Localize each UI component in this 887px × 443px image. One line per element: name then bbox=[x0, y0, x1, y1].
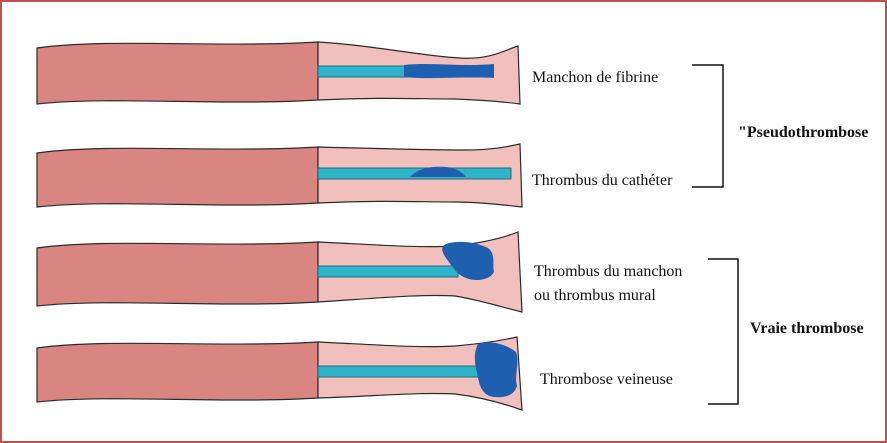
true-thrombosis-bracket: Vraie thrombose bbox=[708, 259, 864, 404]
vessel-wide-segment bbox=[37, 42, 318, 104]
vessel-row-2: Thrombus du cathéter bbox=[37, 144, 673, 207]
fibrin-sleeve-thrombus bbox=[404, 64, 494, 78]
row-label: Manchon de fibrine bbox=[532, 69, 658, 86]
catheter bbox=[318, 366, 490, 377]
pseudothrombosis-bracket: "Pseudothrombose bbox=[692, 65, 868, 187]
vessel-wide-segment bbox=[37, 147, 318, 207]
vessel-row-1: Manchon de fibrine bbox=[37, 42, 658, 104]
row-label: Thrombose veineuse bbox=[540, 371, 673, 388]
catheter bbox=[318, 266, 458, 277]
group-label: Vraie thrombose bbox=[750, 320, 864, 337]
vessel-wide-segment bbox=[37, 242, 318, 306]
vessel-row-4: Thrombose veineuse bbox=[37, 337, 673, 410]
vessel-wide-segment bbox=[37, 342, 318, 402]
group-label: "Pseudothrombose bbox=[738, 124, 868, 141]
row-label: Thrombus du cathéter bbox=[532, 172, 673, 189]
